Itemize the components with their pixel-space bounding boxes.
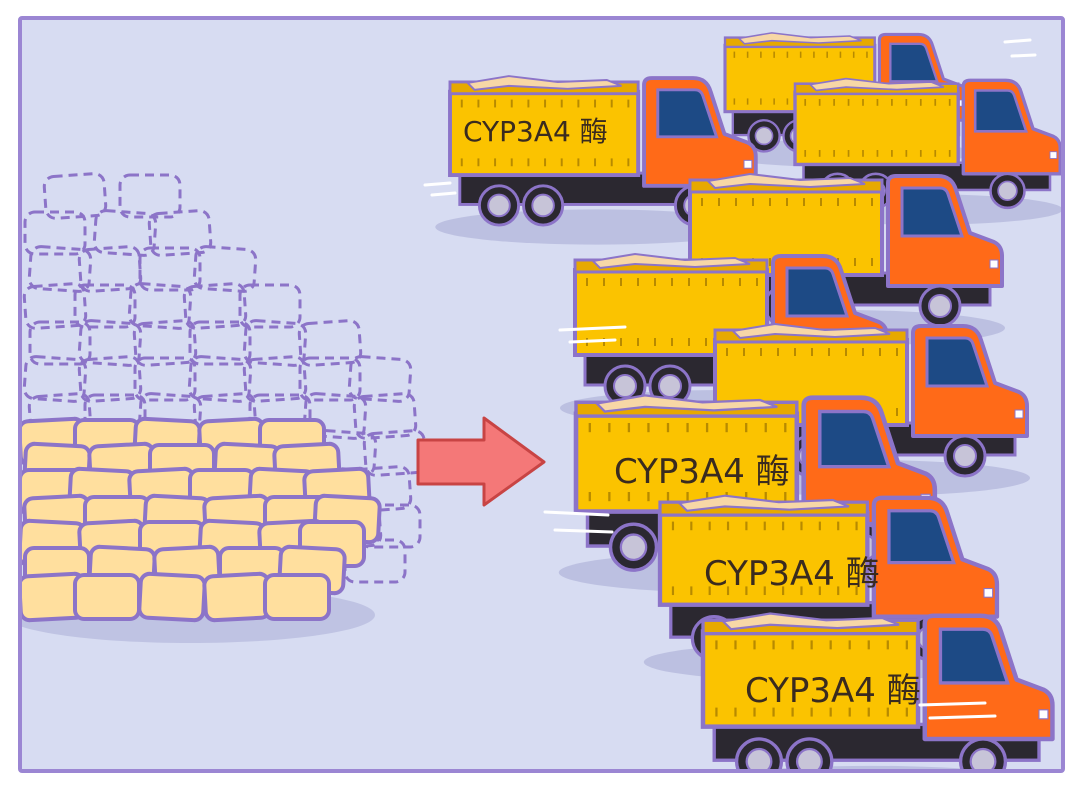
ghost-block [182,282,248,330]
ghost-block [347,355,413,403]
ghost-block [133,356,197,402]
cargo-block [137,571,207,623]
speed-line [918,701,987,707]
speed-line [568,338,617,344]
ghost-block [92,209,158,257]
ghost-block [127,282,193,330]
speed-line [423,181,452,187]
ghost-block [27,245,93,293]
ghost-block [242,319,308,367]
speed-line [558,325,627,332]
solid-blocks [22,416,382,643]
ghost-block [77,319,143,367]
ghost-block [297,319,363,367]
ghost-block [77,245,143,293]
ghost-block [73,283,137,329]
ghost-block [77,355,143,403]
ghost-block [192,245,258,293]
ghost-block [42,172,108,220]
ghost-block [187,355,253,403]
ghost-block [28,320,92,366]
speed-line [928,714,997,720]
ghost-block [238,283,302,329]
ghost-block [352,392,418,440]
ghost-block [23,210,87,256]
cargo-block [202,571,272,623]
ghost-block [298,356,362,402]
truck-label-2: CYP3A4 酶 [614,452,790,492]
speed-line [1010,53,1037,58]
truck-label-3: CYP3A4 酶 [704,554,880,594]
ghost-block [138,246,202,292]
cargo-block [263,573,331,621]
ghost-block [302,392,368,440]
speed-lines [423,38,1037,720]
right-arrow-icon [416,416,546,507]
ghost-block [22,282,88,330]
truck-1 [435,75,759,245]
ghost-block [242,355,308,403]
ghost-block [358,503,422,549]
ghost-block [147,209,213,257]
speed-line [1003,38,1032,44]
ghost-block [132,319,198,367]
ghost-block [22,355,88,403]
speed-line [553,528,614,534]
truck-fleet [435,32,1061,769]
ghost-block [118,173,182,219]
truck-label-1: CYP3A4 酶 [463,115,608,148]
truck-4 [700,612,1055,769]
cargo-block [73,573,141,621]
speed-line [430,191,457,197]
truck-label-4: CYP3A4 酶 [745,671,921,711]
ghost-block [188,320,252,366]
speed-line [543,510,610,517]
